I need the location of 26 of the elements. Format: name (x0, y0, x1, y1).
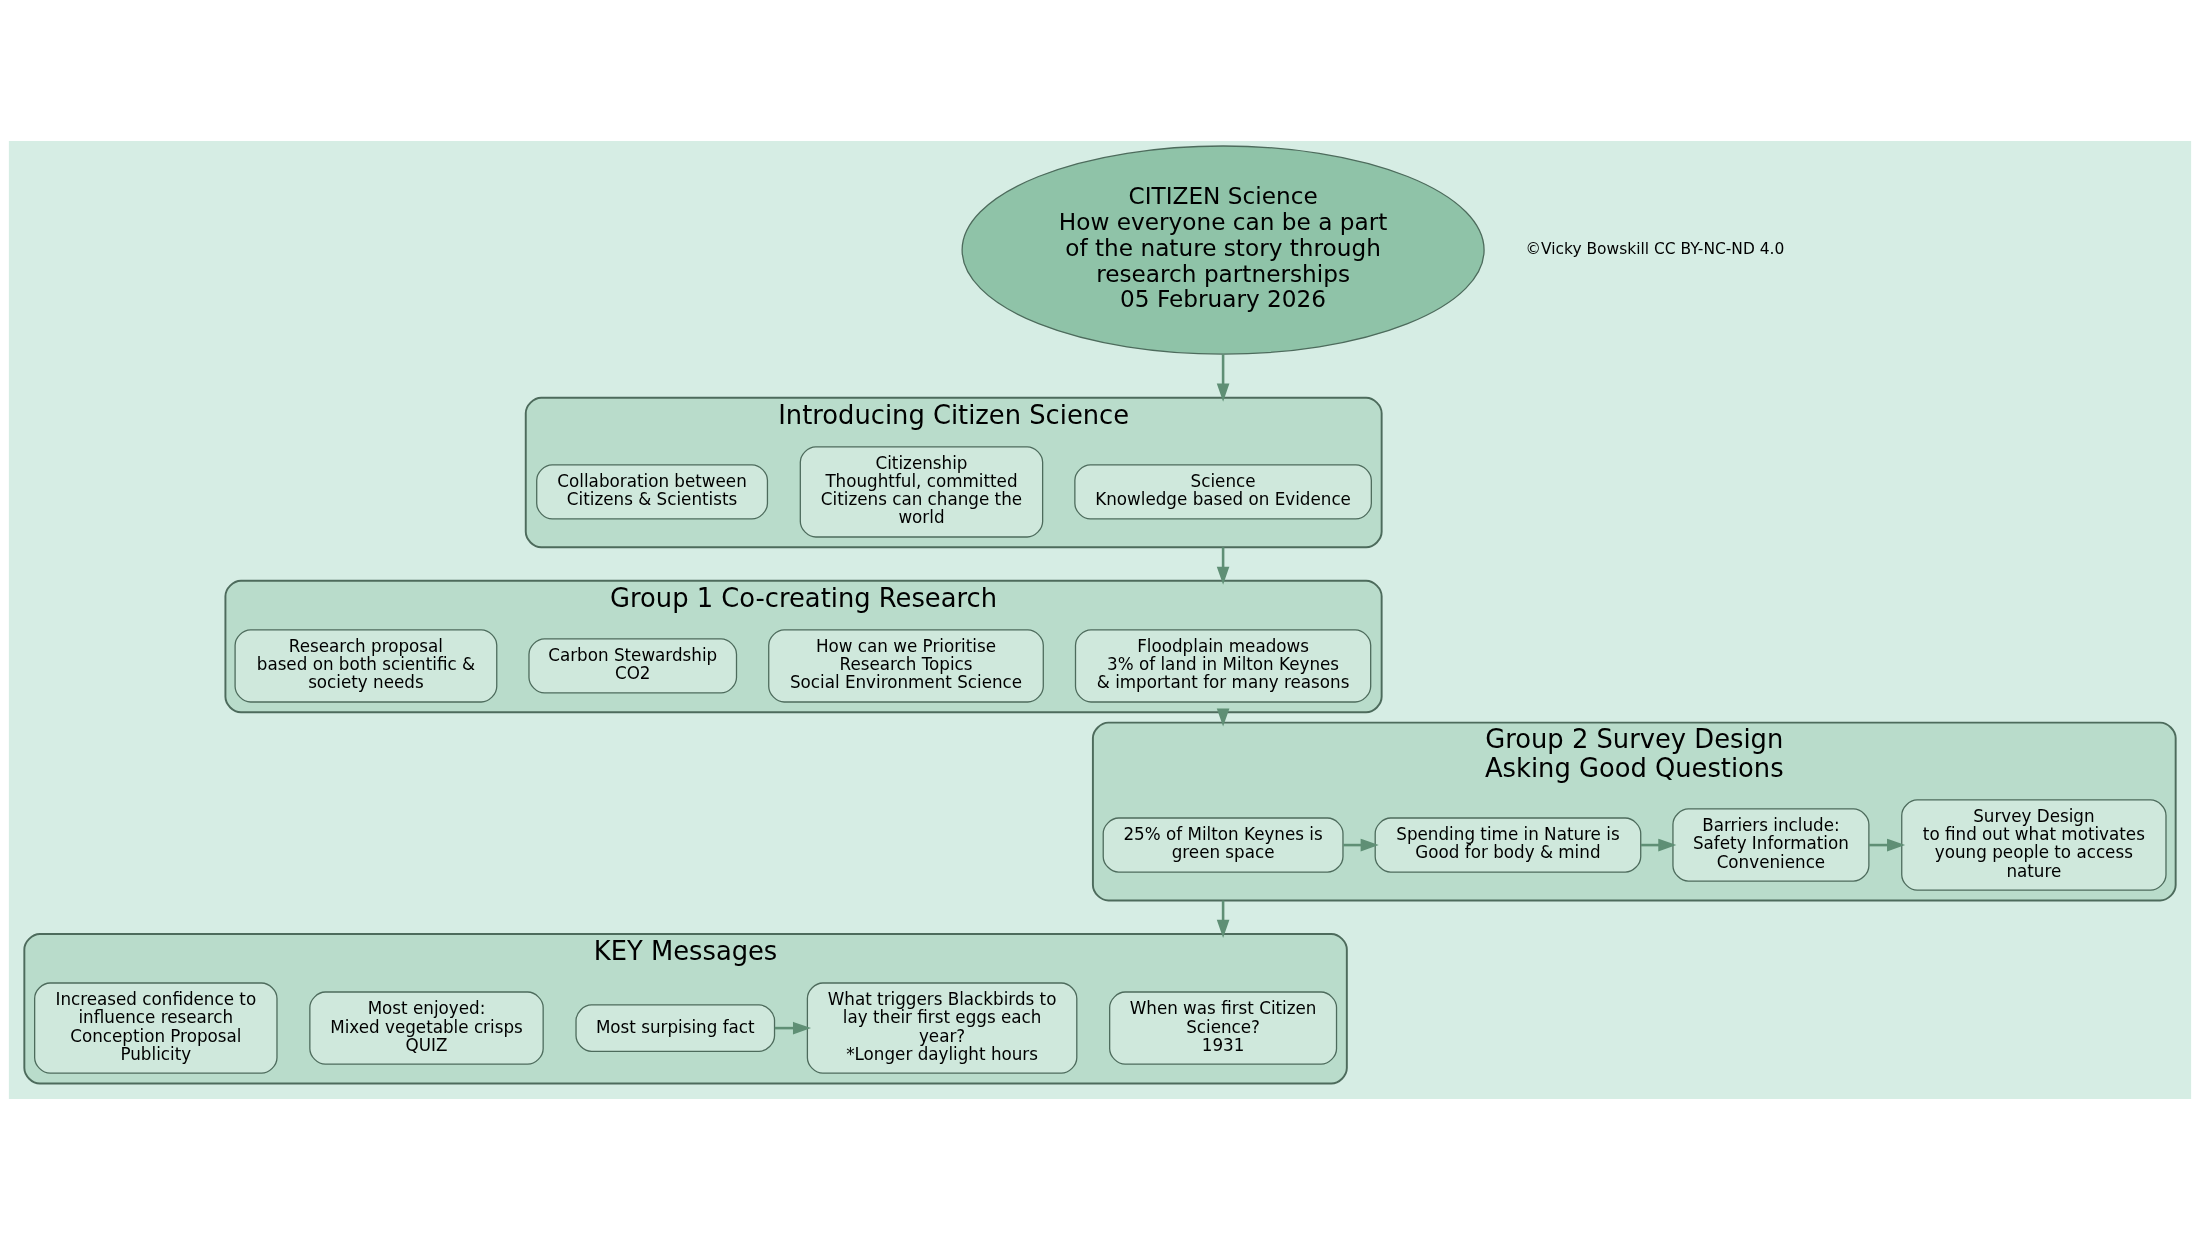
node-box: Most enjoyed: Mixed vegetable crisps QUIZ (309, 991, 544, 1065)
node-box: What triggers Blackbirds to lay their first eggs each year? *Longer daylight hours (806, 982, 1078, 1074)
node-box: Spending time in Nature is Good for body & mind (1374, 817, 1642, 873)
arrow (1216, 900, 1230, 938)
arrow (1216, 708, 1230, 727)
node-box: Research proposal based on both scientific & society needs (234, 629, 498, 703)
node-box: Science Knowledge based on Evidence (1074, 464, 1372, 520)
node-box: Carbon Stewardship CO2 (528, 638, 738, 694)
arrow (1869, 838, 1906, 852)
arrow (774, 1021, 812, 1035)
arrow (1641, 838, 1677, 852)
node-box: When was first Citizen Science? 1931 (1109, 991, 1338, 1065)
arrow (1216, 547, 1230, 585)
node-box: 25% of Milton Keynes is green space (1102, 817, 1344, 873)
node-box: How can we Prioritise Research Topics Social Environment Science (768, 629, 1044, 703)
node-box: Barriers include: Safety Information Convenience (1672, 808, 1870, 882)
arrow (1216, 354, 1230, 402)
node-box: Increased confidence to influence research Conception Proposal Publicity (34, 982, 278, 1074)
label: ©Vicky Bowskill CC BY-NC-ND 4.0 (1525, 240, 1785, 259)
node-box: Most surpising fact (575, 1004, 776, 1052)
node-box: Collaboration between Citizens & Scientists (536, 464, 769, 520)
node-box: Survey Design to find out what motivates young people to access nature (1901, 799, 2167, 891)
arrow (1343, 838, 1379, 852)
node-box: Citizenship Thoughtful, committed Citizens can change the world (799, 446, 1044, 538)
node-box: Floodplain meadows 3% of land in Milton Keynes & important for many reasons (1074, 629, 1372, 703)
node-ellipse: CITIZEN Science How everyone can be a part of the nature story through research partnerships 05 February 2026 (961, 145, 1485, 355)
